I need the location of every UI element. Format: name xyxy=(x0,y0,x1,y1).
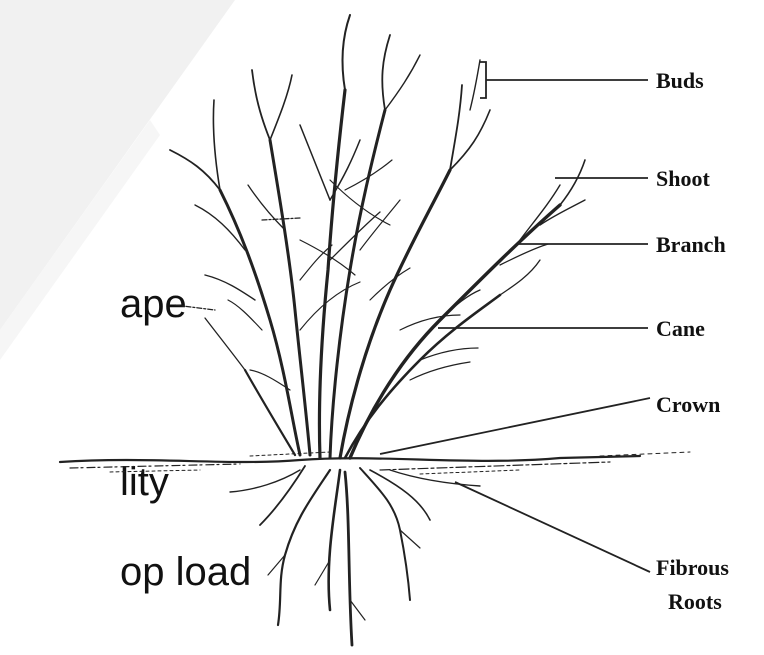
fibrous-roots xyxy=(230,466,480,645)
label-cane: Cane xyxy=(656,316,705,341)
label-fibrous: Fibrous xyxy=(656,555,729,580)
label-crown: Crown xyxy=(656,392,720,417)
label-branch: Branch xyxy=(656,232,726,257)
label-buds: Buds xyxy=(656,68,704,93)
canes xyxy=(220,90,560,458)
label-roots: Roots xyxy=(668,589,722,614)
branches-and-shoots xyxy=(170,15,585,390)
label-shoot: Shoot xyxy=(656,166,710,191)
ground-line xyxy=(60,452,690,474)
callout-lines xyxy=(380,62,650,572)
